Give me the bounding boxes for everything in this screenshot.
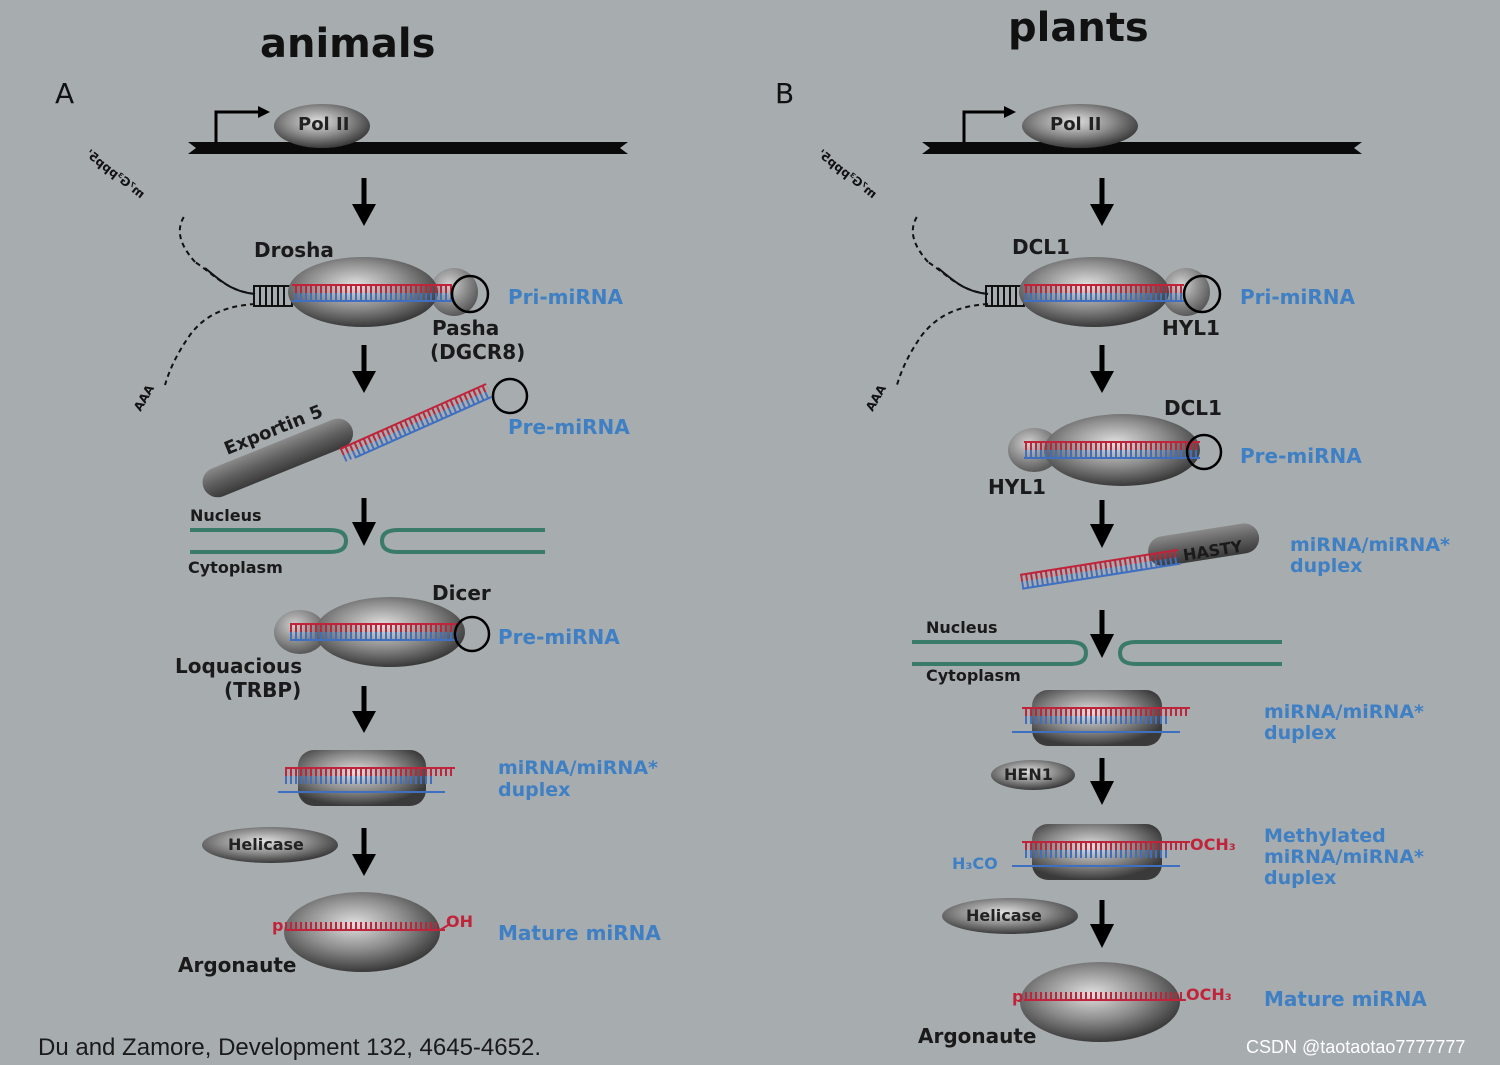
loquacious-label: Loquacious xyxy=(175,654,303,678)
argonaute-a xyxy=(284,892,440,972)
watermark: CSDN @taotaotao7777777 xyxy=(1246,1037,1466,1057)
mature-mirna-label-a: Mature miRNA xyxy=(498,921,661,945)
pri-mirna-tail-lower-b xyxy=(896,303,989,386)
helicase-b xyxy=(942,898,1078,934)
panel-b-title: plants xyxy=(1008,5,1149,51)
dna-bar-a xyxy=(188,142,628,154)
duplex-label-a-line1: miRNA/miRNA* xyxy=(498,757,658,779)
pol-ii-label-b: Pol II xyxy=(1050,114,1102,135)
phosphate-label-a: p xyxy=(272,916,284,935)
methylated-label-line3: duplex xyxy=(1264,867,1337,889)
pol-ii-a xyxy=(274,104,370,148)
nuclear-membrane-b xyxy=(912,640,1089,666)
och3-label-duplex: OCH₃ xyxy=(1190,835,1236,854)
dna-bar-b xyxy=(922,142,1362,154)
hyl1-label-b1: HYL1 xyxy=(1162,316,1220,340)
hydroxyl-label-a: OH xyxy=(446,912,473,931)
pri-mirna-tail-upper-a xyxy=(178,214,256,295)
helicase-a xyxy=(202,827,338,863)
panel-a-title: animals xyxy=(260,21,436,67)
hen1-label: HEN1 xyxy=(1004,765,1053,784)
trbp-label: (TRBP) xyxy=(224,678,302,702)
pre-mirna-label-a1: Pre-miRNA xyxy=(508,415,630,439)
pol-ii-label-a: Pol II xyxy=(298,114,350,135)
dcl1-label-b1: DCL1 xyxy=(1012,235,1070,259)
duplex2-label-b-line1: miRNA/miRNA* xyxy=(1264,701,1424,723)
duplex-label-a-line2: duplex xyxy=(498,779,571,801)
pri-mirna-tail-upper-b xyxy=(911,214,989,295)
h3co-label: H₃CO xyxy=(952,854,998,873)
argonaute-label-a: Argonaute xyxy=(178,953,297,977)
pri-mirna-label-b: Pri-miRNA xyxy=(1240,285,1355,309)
nucleus-label-a: Nucleus xyxy=(190,506,262,525)
och3-label-mature: OCH₃ xyxy=(1186,985,1232,1004)
hyl1-protein-b1 xyxy=(1162,268,1210,316)
promoter-arrow-b xyxy=(962,110,1008,142)
pre-mirna-loop-a xyxy=(491,377,529,415)
argonaute-label-b: Argonaute xyxy=(918,1024,1037,1048)
phosphate-label-b: p xyxy=(1012,987,1024,1006)
arrows-a xyxy=(352,178,376,876)
dcl1-label-b2: DCL1 xyxy=(1164,396,1222,420)
helicase-label-a: Helicase xyxy=(228,835,304,854)
hyl1-label-b2: HYL1 xyxy=(988,475,1046,499)
panel-b-graphics xyxy=(896,104,1362,1042)
cytoplasm-label-b: Cytoplasm xyxy=(926,666,1021,685)
pre-mirna-label-b: Pre-miRNA xyxy=(1240,444,1362,468)
pol-ii-b xyxy=(1022,104,1138,148)
exportin-5-rod xyxy=(202,418,354,498)
drosha-label: Drosha xyxy=(254,238,334,262)
duplex1-label-b-line1: miRNA/miRNA* xyxy=(1290,534,1450,556)
methylated-label-line1: Methylated xyxy=(1264,825,1386,847)
helicase-label-b: Helicase xyxy=(966,906,1042,925)
dgcr8-label: (DGCR8) xyxy=(430,340,526,364)
panel-a-graphics xyxy=(164,104,628,972)
arrows-b xyxy=(1090,178,1114,948)
panel-a-letter: A xyxy=(55,77,75,110)
panel-b-letter: B xyxy=(775,77,795,110)
pasha-label: Pasha xyxy=(432,316,500,340)
nucleus-label-b: Nucleus xyxy=(926,618,998,637)
promoter-arrow-a xyxy=(214,110,262,142)
mature-mirna-label-b: Mature miRNA xyxy=(1264,987,1427,1011)
nuclear-membrane-a xyxy=(190,528,349,554)
duplex1-label-b-line2: duplex xyxy=(1290,555,1363,577)
hen1-protein xyxy=(991,760,1075,790)
pre-mirna-label-a2: Pre-miRNA xyxy=(498,625,620,649)
pasha-protein-a xyxy=(430,268,478,316)
cytoplasm-label-a: Cytoplasm xyxy=(188,558,283,577)
argonaute-b xyxy=(1020,962,1180,1042)
citation: Du and Zamore, Development 132, 4645-465… xyxy=(38,1034,541,1061)
duplex2-label-b-line2: duplex xyxy=(1264,722,1337,744)
dicer-label: Dicer xyxy=(432,581,491,605)
methylated-label-line2: miRNA/miRNA* xyxy=(1264,846,1424,868)
pri-mirna-tail-lower-a xyxy=(164,303,256,386)
pri-mirna-label-a: Pri-miRNA xyxy=(508,285,623,309)
